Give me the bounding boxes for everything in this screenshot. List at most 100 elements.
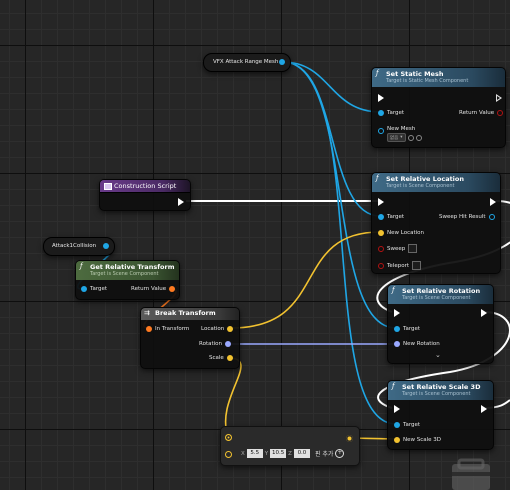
multiply-input-b-pin[interactable] bbox=[225, 451, 232, 458]
chevron-down-icon[interactable]: ⌄ bbox=[435, 351, 441, 359]
new-scale-3d-pin[interactable]: New Scale 3D bbox=[394, 437, 441, 443]
vector-multiply-node[interactable]: X 5.5 Y 10.5 Z 0.0 핀 추가 + bbox=[220, 426, 360, 466]
new-mesh-pin-dot[interactable] bbox=[378, 128, 384, 134]
add-circle-icon: + bbox=[335, 449, 345, 458]
return-value-pin[interactable]: Return Value bbox=[459, 110, 504, 116]
node-subtitle: Target is Scene Component bbox=[402, 391, 471, 397]
target-pin[interactable]: Target bbox=[394, 326, 420, 332]
node-title: Break Transform bbox=[155, 309, 216, 317]
target-pin[interactable]: Target bbox=[81, 286, 107, 292]
attack-var-output-pin[interactable] bbox=[103, 243, 109, 249]
new-rotation-pin-dot[interactable] bbox=[394, 341, 400, 347]
sweep-hit-pin-dot[interactable] bbox=[488, 214, 495, 220]
target-pin[interactable]: Target bbox=[394, 422, 420, 428]
exec-out-pin[interactable] bbox=[490, 198, 496, 206]
scale-pin[interactable]: Scale bbox=[209, 355, 233, 361]
teleport-pin-dot[interactable] bbox=[378, 262, 384, 269]
target-pin-dot[interactable] bbox=[378, 214, 384, 220]
rotation-pin[interactable]: Rotation bbox=[199, 341, 232, 347]
in-transform-pin[interactable]: In Transform bbox=[146, 326, 189, 332]
pin-label: Sweep bbox=[387, 245, 406, 252]
location-pin-dot[interactable] bbox=[227, 326, 234, 332]
z-value-field[interactable]: 0.0 bbox=[293, 449, 310, 458]
new-rotation-pin[interactable]: New Rotation bbox=[394, 341, 440, 347]
target-pin[interactable]: Target bbox=[378, 110, 404, 116]
function-icon: ƒ bbox=[392, 286, 395, 294]
return-value-pin-dot[interactable] bbox=[497, 110, 504, 116]
new-location-pin[interactable]: New Location bbox=[378, 230, 424, 236]
target-pin-dot[interactable] bbox=[378, 110, 384, 116]
pin-label: In Transform bbox=[155, 326, 190, 332]
multiply-input-a-pin[interactable] bbox=[225, 434, 232, 441]
attack1-collision-node[interactable]: Attack1Collision bbox=[43, 237, 115, 256]
exec-in-pin[interactable] bbox=[378, 198, 384, 206]
exec-wire bbox=[377, 311, 510, 409]
multiply-output-pin[interactable] bbox=[346, 435, 353, 442]
in-transform-pin-dot[interactable] bbox=[146, 326, 152, 332]
node-subtitle: Target is Scene Component bbox=[90, 271, 159, 277]
set-relative-scale-3d-node[interactable]: ƒ Set Relative Scale 3D Target is Scene … bbox=[387, 380, 494, 450]
new-location-pin-dot[interactable] bbox=[378, 230, 384, 236]
use-selected-icon[interactable] bbox=[407, 134, 414, 141]
construction-script-node[interactable]: Construction Script bbox=[99, 179, 191, 211]
scale-pin-dot[interactable] bbox=[226, 355, 233, 361]
exec-out-pin[interactable] bbox=[481, 309, 487, 317]
new-scale-pin-dot[interactable] bbox=[394, 437, 400, 443]
break-transform-node[interactable]: ⇉ Break Transform In Transform Location … bbox=[140, 307, 240, 369]
function-icon: ƒ bbox=[376, 69, 379, 77]
vfx-attack-range-mesh-node[interactable]: VFX Attack Range Mesh bbox=[203, 53, 291, 72]
set-relative-rotation-node[interactable]: ƒ Set Relative Rotation Target is Scene … bbox=[387, 284, 494, 364]
node-title: Set Relative Location bbox=[386, 175, 465, 183]
sweep-checkbox[interactable] bbox=[408, 244, 418, 253]
browse-icon[interactable] bbox=[415, 134, 422, 141]
vector-wire bbox=[224, 357, 242, 437]
break-transform-header: ⇉ Break Transform bbox=[141, 308, 239, 320]
return-value-pin[interactable]: Return Value bbox=[131, 286, 176, 292]
set-relative-location-node[interactable]: ƒ Set Relative Location Target is Scene … bbox=[371, 172, 501, 274]
node-title: Construction Script bbox=[114, 182, 177, 190]
attack-var-label: Attack1Collision bbox=[52, 243, 97, 249]
exec-in-pin[interactable] bbox=[394, 405, 400, 413]
target-pin-dot[interactable] bbox=[394, 326, 400, 332]
set-static-mesh-node[interactable]: ƒ Set Static Mesh Target is Static Mesh … bbox=[371, 67, 506, 148]
sweep-hit-result-pin[interactable]: Sweep Hit Result bbox=[439, 214, 495, 220]
pin-label: New Scale 3D bbox=[403, 437, 442, 443]
object-wire bbox=[282, 61, 381, 113]
set-relative-rotation-header: ƒ Set Relative Rotation Target is Scene … bbox=[388, 285, 493, 304]
exec-out-pin[interactable] bbox=[481, 405, 487, 413]
pin-label: New Rotation bbox=[403, 341, 440, 347]
target-pin[interactable]: Target bbox=[378, 214, 404, 220]
engine-watermark-icon bbox=[452, 458, 490, 490]
pin-label: Rotation bbox=[199, 341, 223, 347]
get-relative-transform-header: ƒ Get Relative Transform Target is Scene… bbox=[76, 261, 179, 280]
x-value-field[interactable]: 5.5 bbox=[246, 449, 263, 458]
target-pin-dot[interactable] bbox=[81, 286, 87, 292]
add-pin-button[interactable]: 핀 추가 + bbox=[315, 449, 345, 458]
vfx-var-output-pin[interactable] bbox=[279, 59, 285, 65]
exec-out-pin[interactable] bbox=[496, 94, 502, 102]
exec-out-pin[interactable] bbox=[178, 198, 184, 206]
pin-label: Target bbox=[403, 326, 421, 332]
y-value-field[interactable]: 10.5 bbox=[270, 449, 287, 458]
location-pin[interactable]: Location bbox=[201, 326, 234, 332]
rotation-pin-dot[interactable] bbox=[225, 341, 232, 347]
pin-label: Return Value bbox=[459, 110, 495, 116]
set-static-mesh-header: ƒ Set Static Mesh Target is Static Mesh … bbox=[372, 68, 505, 87]
node-subtitle: Target is Scene Component bbox=[402, 295, 471, 301]
exec-in-pin[interactable] bbox=[378, 94, 384, 102]
pin-label: Target bbox=[403, 422, 421, 428]
mesh-asset-combo[interactable]: 없음 ▾ bbox=[387, 133, 406, 142]
teleport-pin[interactable]: Teleport bbox=[378, 261, 421, 270]
exec-in-pin[interactable] bbox=[394, 309, 400, 317]
sweep-pin[interactable]: Sweep bbox=[378, 244, 418, 253]
return-value-pin-dot[interactable] bbox=[169, 286, 176, 292]
get-relative-transform-node[interactable]: ƒ Get Relative Transform Target is Scene… bbox=[75, 260, 180, 300]
teleport-checkbox[interactable] bbox=[412, 261, 421, 270]
node-title: Set Relative Rotation bbox=[402, 287, 481, 295]
pin-label: Return Value bbox=[131, 286, 167, 292]
sweep-pin-dot[interactable] bbox=[378, 245, 384, 252]
target-pin-dot[interactable] bbox=[394, 422, 400, 428]
new-mesh-pin[interactable]: New Mesh 없음 ▾ bbox=[378, 126, 422, 142]
set-relative-location-header: ƒ Set Relative Location Target is Scene … bbox=[372, 173, 500, 192]
function-icon: ƒ bbox=[80, 262, 83, 270]
